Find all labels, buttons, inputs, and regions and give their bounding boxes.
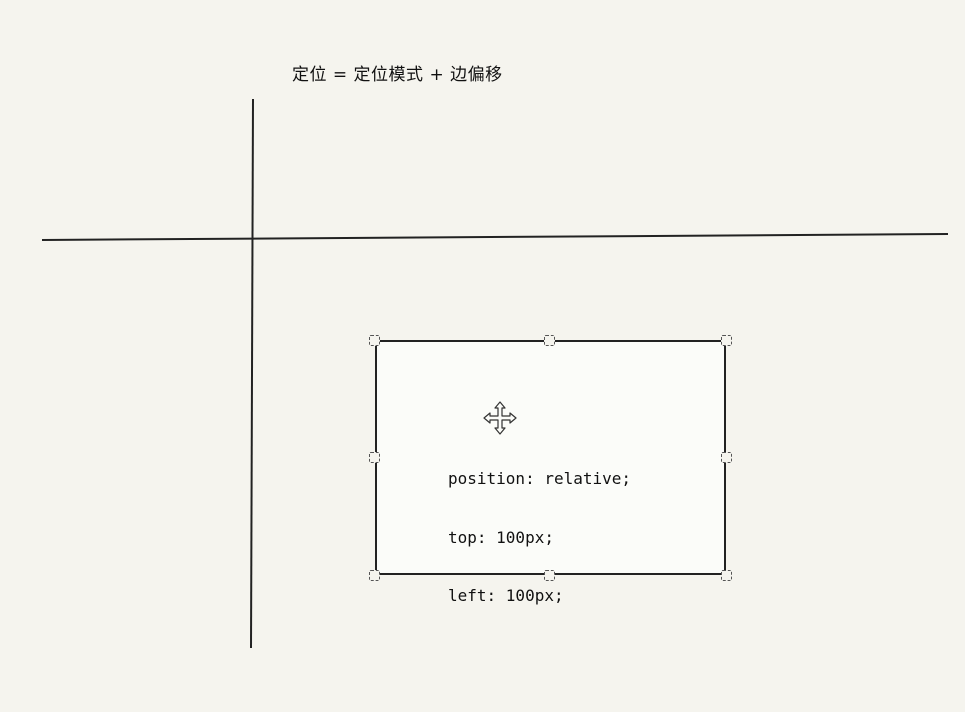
code-line-left: left: 100px;: [448, 586, 564, 605]
resize-handle-bottom[interactable]: [544, 570, 555, 581]
code-block: position: relative; top: 100px; left: 10…: [448, 430, 631, 625]
resize-handle-top-right[interactable]: [721, 335, 732, 346]
resize-handle-top-left[interactable]: [369, 335, 380, 346]
code-line-top: top: 100px;: [448, 527, 554, 547]
resize-handle-right[interactable]: [721, 452, 732, 463]
resize-handle-left[interactable]: [369, 452, 380, 463]
resize-handle-bottom-left[interactable]: [369, 570, 380, 581]
vertical-axis: [250, 98, 254, 649]
resize-handle-bottom-right[interactable]: [721, 570, 732, 581]
horizontal-axis: [41, 233, 949, 241]
page-title: 定位 = 定位模式 + 边偏移: [292, 65, 503, 85]
move-cursor-icon[interactable]: [482, 400, 518, 436]
code-line-position: position: relative;: [448, 469, 632, 488]
resize-handle-top[interactable]: [544, 335, 555, 346]
